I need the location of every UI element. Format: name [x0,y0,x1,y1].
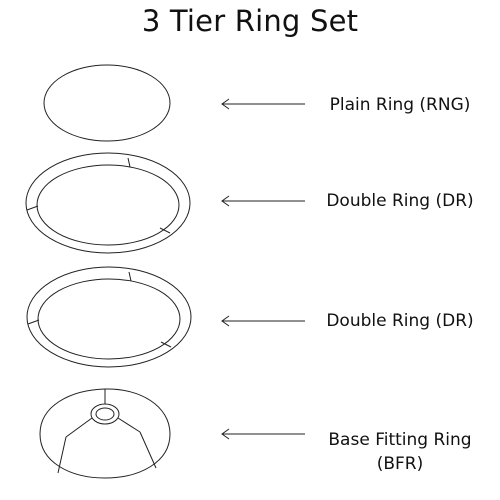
page-title: 3 Tier Ring Set [141,4,359,38]
double-ring-drawing [25,152,191,254]
base-fitting-ring-label: Base Fitting Ring (BFR) [305,428,495,476]
arrow-icon [221,315,305,327]
plain-ring-label: Plain Ring (RNG) [329,95,471,115]
arrow-icon [221,428,305,440]
base-fitting-ring-label-line1: Base Fitting Ring [328,430,472,450]
base-fitting-ring-drawing [39,388,171,479]
plain-ring-drawing [43,64,171,142]
double-ring-label: Double Ring (DR) [326,191,474,211]
double-ring-drawing [26,266,192,368]
arrow-icon [221,195,305,207]
base-fitting-ring-label-line2: (BFR) [376,454,424,474]
arrow-icon [221,98,305,110]
double-ring-label: Double Ring (DR) [326,311,474,331]
